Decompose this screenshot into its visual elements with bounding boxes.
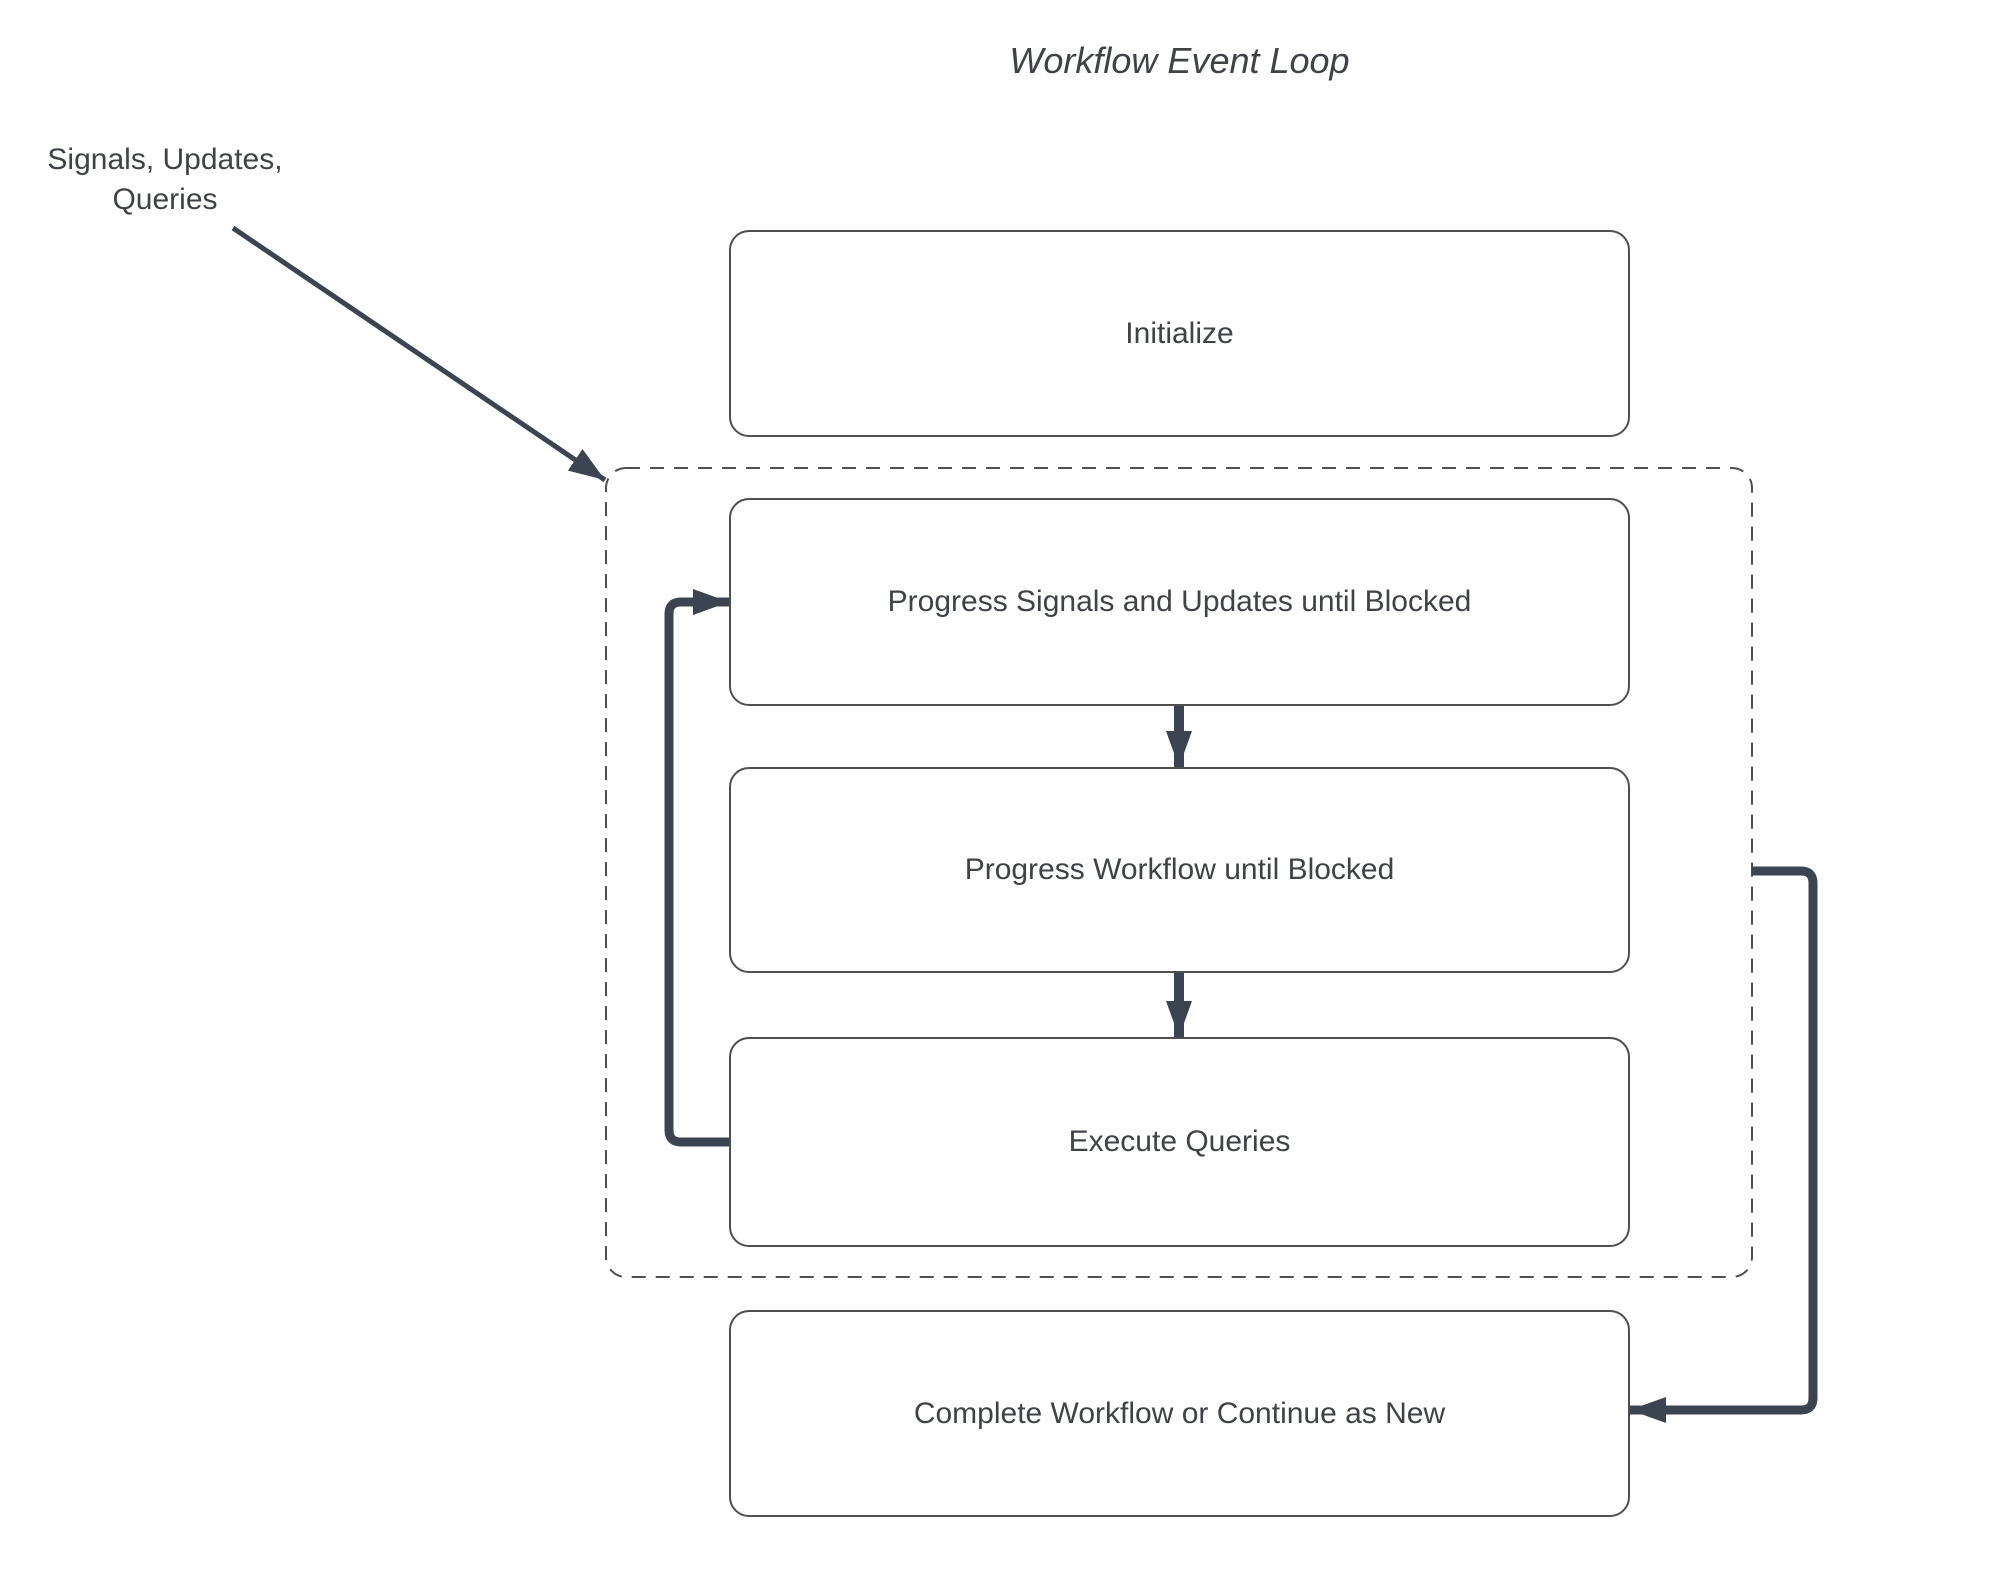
signals-updates-queries-label: Signals, Updates, Queries [28,140,302,220]
signals-label-line1: Signals, Updates, [47,143,283,176]
node-complete-workflow-label: Complete Workflow or Continue as New [913,1396,1446,1430]
diagram-title: Workflow Event Loop [1009,40,1350,81]
node-complete-workflow: Complete Workflow or Continue as New [729,1310,1630,1517]
node-initialize: Initialize [729,230,1630,437]
node-initialize-label: Initialize [1125,316,1234,350]
node-progress-workflow-label: Progress Workflow until Blocked [964,853,1395,886]
signals-input-arrow-icon [231,225,607,483]
node-progress-signals-label: Progress Signals and Updates until Block… [887,585,1472,618]
node-execute-queries: Execute Queries [729,1037,1630,1247]
signals-label-line2: Queries [112,183,218,216]
node-progress-workflow: Progress Workflow until Blocked [729,767,1630,973]
loop-back-arrow-icon [664,589,729,1147]
node-progress-signals-and-updates: Progress Signals and Updates until Block… [729,498,1630,706]
continue-arrow-icon [1630,866,1818,1423]
node-execute-queries-label: Execute Queries [1068,1125,1291,1158]
